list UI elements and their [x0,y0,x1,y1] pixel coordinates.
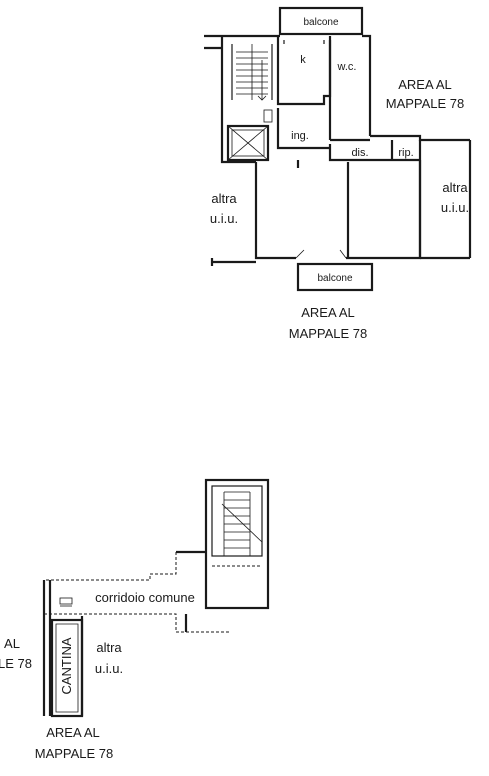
area-left-line2: LE 78 [0,656,32,671]
area-right-line1: AREA AL [398,77,451,92]
balcone-bottom-label: balcone [317,273,352,284]
ingresso-label: ing. [291,130,309,142]
elevator-cabin [231,129,265,157]
upper-floor-plan: balcone balcone [204,6,472,341]
altra-left-line2: u.i.u. [210,211,238,226]
kitchen-walls [276,36,332,106]
cellar-stair-sides [223,492,251,556]
outer-wall-top [222,34,372,136]
elevator-cross [227,125,269,161]
area-cellar-line1: AREA AL [46,725,99,740]
area-left-line1: AL [4,636,20,651]
outer-wall-right [418,140,472,260]
area-cellar-line2: MAPPALE 78 [35,746,114,761]
altra-right-line2: u.i.u. [441,200,469,215]
outer-wall-left [220,36,256,164]
altra-left-line1: altra [211,191,237,206]
cellar-left-wall [42,580,52,716]
stair-arrow [257,60,267,101]
entrance-door-symbol [263,109,273,123]
elevator-shaft [226,124,270,162]
room-outline [254,160,422,260]
cantina-label: CANTINA [59,637,74,694]
area-bottom-line2: MAPPALE 78 [289,326,368,341]
kitchen-door-marks [283,40,325,44]
outer-wall-right-top [370,134,470,142]
altra-cellar-line2: u.i.u. [95,661,123,676]
lower-floor-plan: corridoio comune CANTINA altra u.i.u. AL… [0,478,270,761]
wc-label: w.c. [337,61,357,73]
altra-right-line1: altra [442,180,468,195]
disimpegno-label: dis. [351,147,368,159]
ingresso-walls [276,108,330,150]
corridor-bottom-wall [44,613,230,633]
corridor-door-symbol [59,597,73,605]
balcone-top-label: balcone [303,17,338,28]
corridor-top-wall [44,551,206,581]
stair-walls [231,44,273,100]
cantina-inner [55,623,79,713]
area-right-line2: MAPPALE 78 [386,96,465,111]
altra-cellar-line1: altra [96,640,122,655]
disimpegno-walls [328,140,420,162]
balcone-bottom-outline [296,262,374,292]
ripostiglio-label: rip. [398,147,413,159]
cellar-stair-block [204,478,270,610]
cellar-stair-cut [221,503,263,543]
kitchen-label: k [300,54,306,66]
balcony-door-jambs [295,249,347,259]
cellar-stair-treads [224,491,250,549]
area-bottom-line1: AREA AL [301,305,354,320]
balcone-top-outline [278,6,364,36]
wall-stub-left [204,34,222,50]
outer-wall-bottom-left [210,258,256,266]
cellar-stair-inner [211,485,263,557]
corridoio-label: corridoio comune [95,590,195,605]
